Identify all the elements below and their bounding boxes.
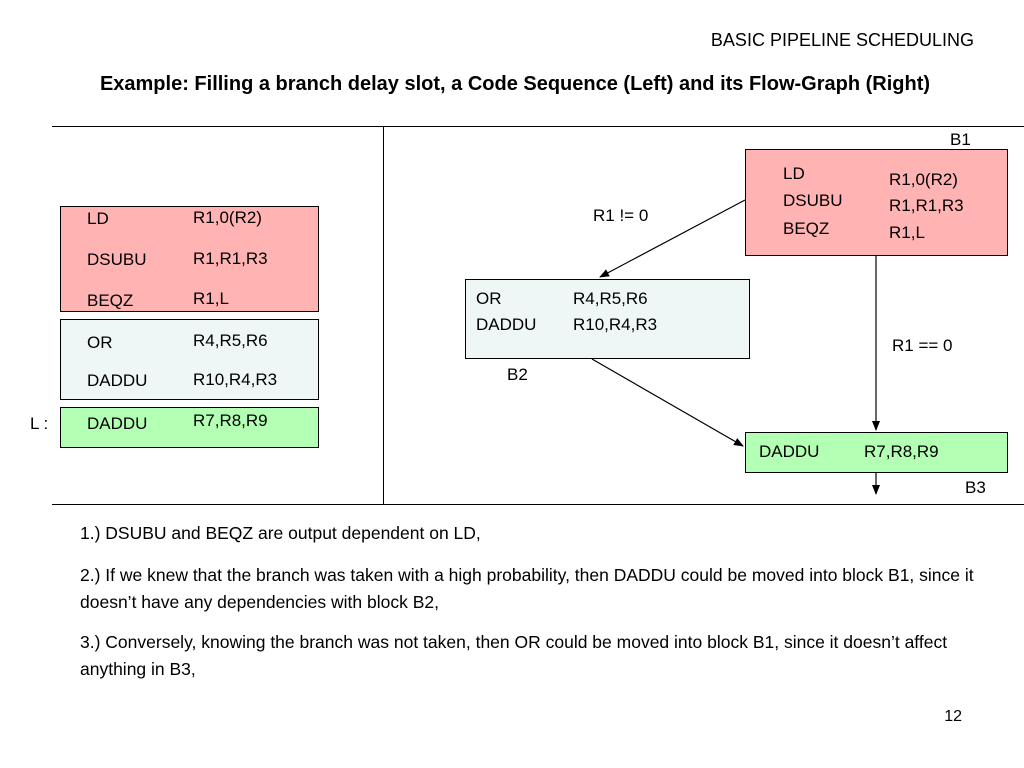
flow-op: DADDU xyxy=(476,315,537,334)
flow-args: R10,R4,R3 xyxy=(573,315,658,334)
code-op: DADDU xyxy=(87,414,148,433)
page-number: 12 xyxy=(944,708,962,725)
table-top-line xyxy=(52,126,1024,127)
table-divider xyxy=(383,126,384,505)
code-args: R1,L xyxy=(193,289,229,308)
block-label-b3: B3 xyxy=(965,478,986,497)
flow-op: OR xyxy=(476,289,502,308)
flow-block-b3 xyxy=(745,432,1008,473)
label-L: L : xyxy=(30,414,49,433)
block-label-b1: B1 xyxy=(950,130,971,149)
code-block-3 xyxy=(60,407,319,448)
flow-args: R4,R5,R6 xyxy=(573,289,648,308)
flow-op: LD xyxy=(783,164,805,183)
code-op: DADDU xyxy=(87,371,148,390)
code-args: R10,R4,R3 xyxy=(193,370,278,389)
code-args: R4,R5,R6 xyxy=(193,331,268,350)
code-block-1 xyxy=(60,206,319,312)
code-args: R7,R8,R9 xyxy=(193,411,268,430)
slide-header: BASIC PIPELINE SCHEDULING xyxy=(710,30,974,50)
edge-b2-b3 xyxy=(591,358,744,447)
code-op: LD xyxy=(87,209,109,228)
slide-title: Example: Filling a branch delay slot, a … xyxy=(99,73,931,95)
flow-args: R1,R1,R3 xyxy=(889,196,964,215)
bullet-point-2: 2.) If we knew that the branch was taken… xyxy=(80,565,974,612)
code-op: DSUBU xyxy=(87,250,147,269)
code-args: R1,0(R2) xyxy=(193,208,262,227)
bullet-point-3: 3.) Conversely, knowing the branch was n… xyxy=(80,632,948,679)
flow-op: DSUBU xyxy=(783,191,843,210)
edge-label-taken: R1 == 0 xyxy=(892,336,953,355)
code-block-2 xyxy=(60,319,319,400)
edge-label-not-taken: R1 != 0 xyxy=(593,206,649,225)
code-args: R1,R1,R3 xyxy=(193,249,268,268)
flow-op: BEQZ xyxy=(783,219,830,238)
flow-args: R1,0(R2) xyxy=(889,170,958,189)
flow-args: R1,L xyxy=(889,223,925,242)
block-label-b2: B2 xyxy=(507,365,528,384)
flow-block-b1 xyxy=(745,149,1008,256)
flow-op: DADDU xyxy=(759,442,820,461)
bullet-point-1: 1.) DSUBU and BEQZ are output dependent … xyxy=(80,523,481,543)
table-bottom-line xyxy=(52,504,1024,505)
code-op: OR xyxy=(87,333,113,352)
flow-block-b2 xyxy=(465,279,750,359)
edge-b1-b2 xyxy=(599,199,746,278)
flow-args: R7,R8,R9 xyxy=(864,442,939,461)
code-op: BEQZ xyxy=(87,291,134,310)
